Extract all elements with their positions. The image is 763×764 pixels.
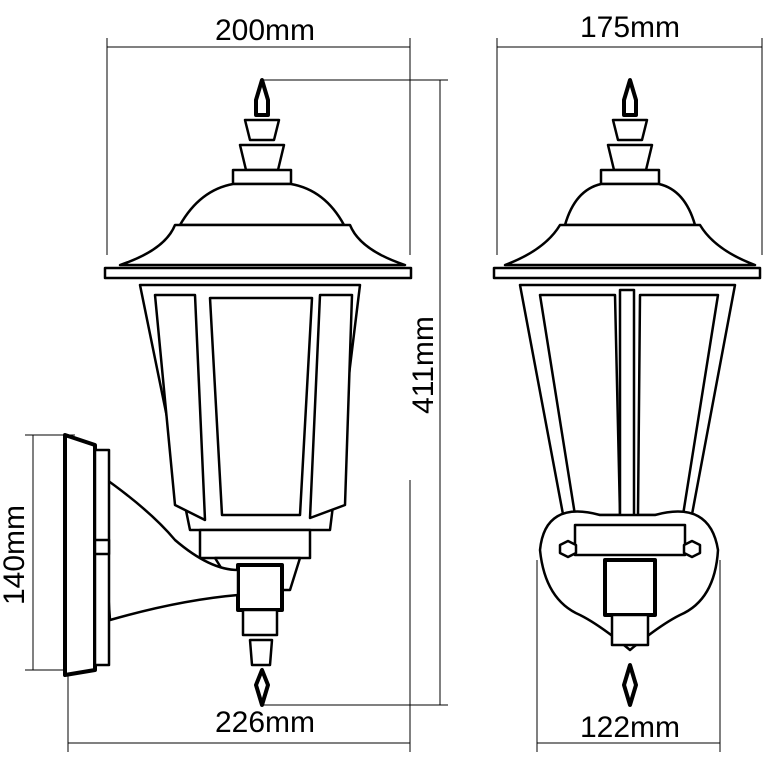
dim-label-height: 411mm (407, 316, 440, 414)
dim-label-bracket-height: 140mm (0, 505, 31, 605)
dim-label-front-width: 175mm (580, 11, 680, 44)
front-view-lantern (492, 78, 762, 707)
side-view-lantern (63, 78, 413, 707)
dimension-lines (25, 38, 763, 752)
dim-label-side-width: 200mm (215, 14, 315, 47)
dim-label-backplate-width: 122mm (580, 711, 680, 744)
dim-label-projection: 226mm (215, 706, 315, 739)
